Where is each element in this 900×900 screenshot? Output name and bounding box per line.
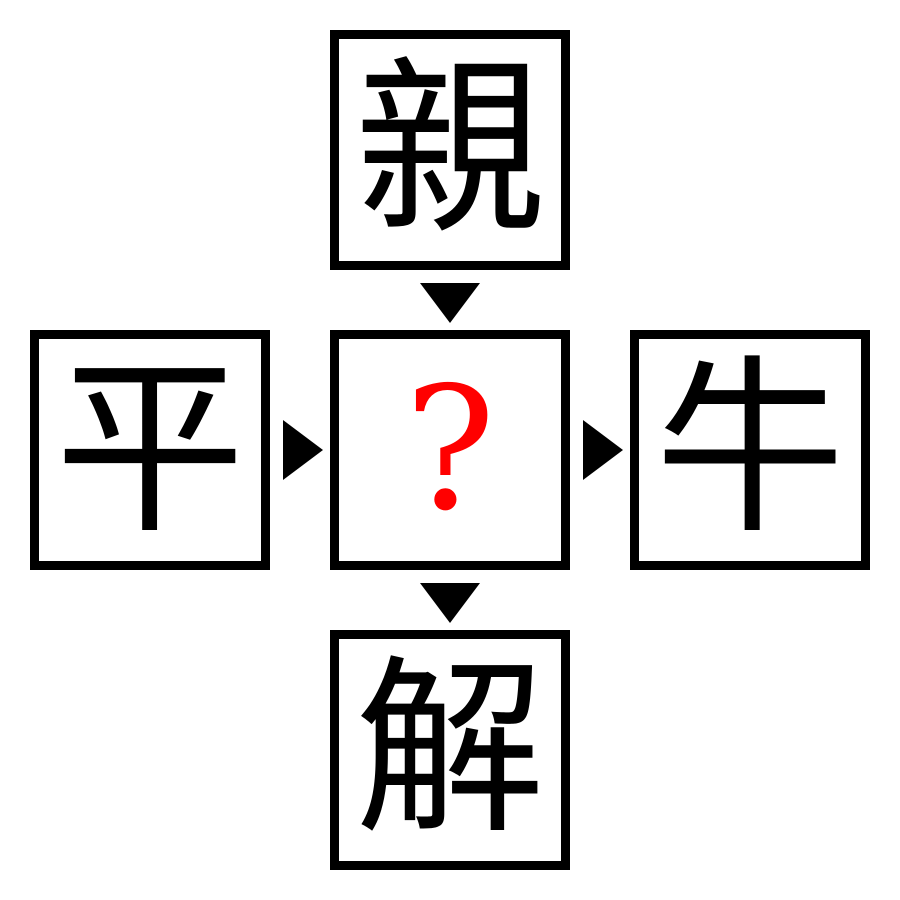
arrow-right-icon [283, 420, 323, 480]
kanji-box-right: 牛 [630, 330, 870, 570]
kanji-top: 親 [354, 39, 545, 260]
arrow-down-icon [420, 583, 480, 623]
arrow-down-icon [420, 283, 480, 323]
kanji-left: 平 [54, 339, 245, 560]
kanji-box-left: 平 [30, 330, 270, 570]
kanji-box-bottom: 解 [330, 630, 570, 870]
kanji-bottom: 解 [354, 639, 545, 860]
arrow-right-icon [583, 420, 623, 480]
kanji-right: 牛 [654, 339, 845, 560]
kanji-box-top: 親 [330, 30, 570, 270]
answer-box[interactable]: ? [330, 330, 570, 570]
question-mark: ? [404, 351, 496, 549]
